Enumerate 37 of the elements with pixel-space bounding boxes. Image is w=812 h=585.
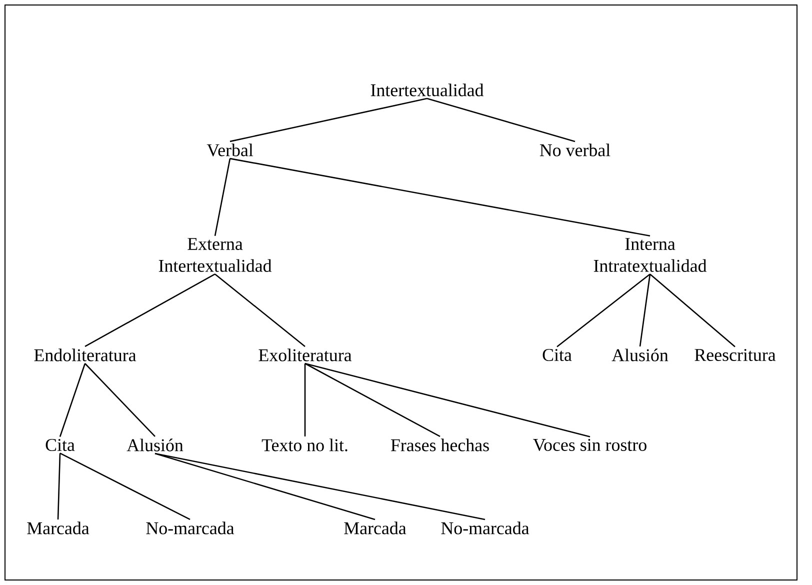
tree-label: Intertextualidad	[370, 84, 484, 96]
tree-label: Texto no lit.	[262, 438, 348, 452]
tree-label: Alusión	[612, 348, 668, 362]
tree-line	[84, 274, 216, 348]
tree-label: Cita	[46, 438, 75, 452]
tree-line	[556, 274, 650, 348]
tree-line	[84, 363, 156, 437]
tree-label: No-marcada	[441, 522, 530, 534]
tree-label: Interna Intratextualidad	[594, 238, 707, 272]
tree-line	[230, 98, 428, 142]
tree-label: Marcada	[344, 522, 406, 534]
tree-line	[304, 362, 440, 438]
tree-label: Marcada	[27, 522, 90, 534]
tree-label: No verbal	[540, 144, 610, 156]
tree-label: Verbal	[206, 144, 254, 156]
tree-line	[304, 362, 590, 438]
tree-line	[60, 452, 190, 520]
tree-line	[230, 158, 650, 237]
tree-line	[214, 158, 231, 236]
tree-line	[426, 98, 576, 142]
tree-label: No-marcada	[146, 522, 234, 534]
tree-line	[57, 453, 61, 520]
tree-line	[154, 452, 486, 520]
tree-label: Frases hechas	[390, 438, 489, 452]
tree-label: Endoliteratura	[34, 348, 136, 362]
tree-label: Exoliteratura	[258, 348, 352, 362]
tree-line	[304, 364, 306, 436]
tree-label: Voces sin rostro	[533, 438, 646, 452]
tree-label: Cita	[542, 348, 572, 362]
tree-label: Reescritura	[694, 348, 776, 362]
tree-label: Alusión	[126, 438, 184, 452]
tree-line	[639, 274, 651, 347]
tree-label: Externa Intertextualidad	[158, 238, 272, 272]
tree-line	[214, 274, 306, 347]
tree-line	[650, 274, 736, 348]
tree-line	[154, 452, 376, 520]
tree-line	[59, 363, 86, 437]
